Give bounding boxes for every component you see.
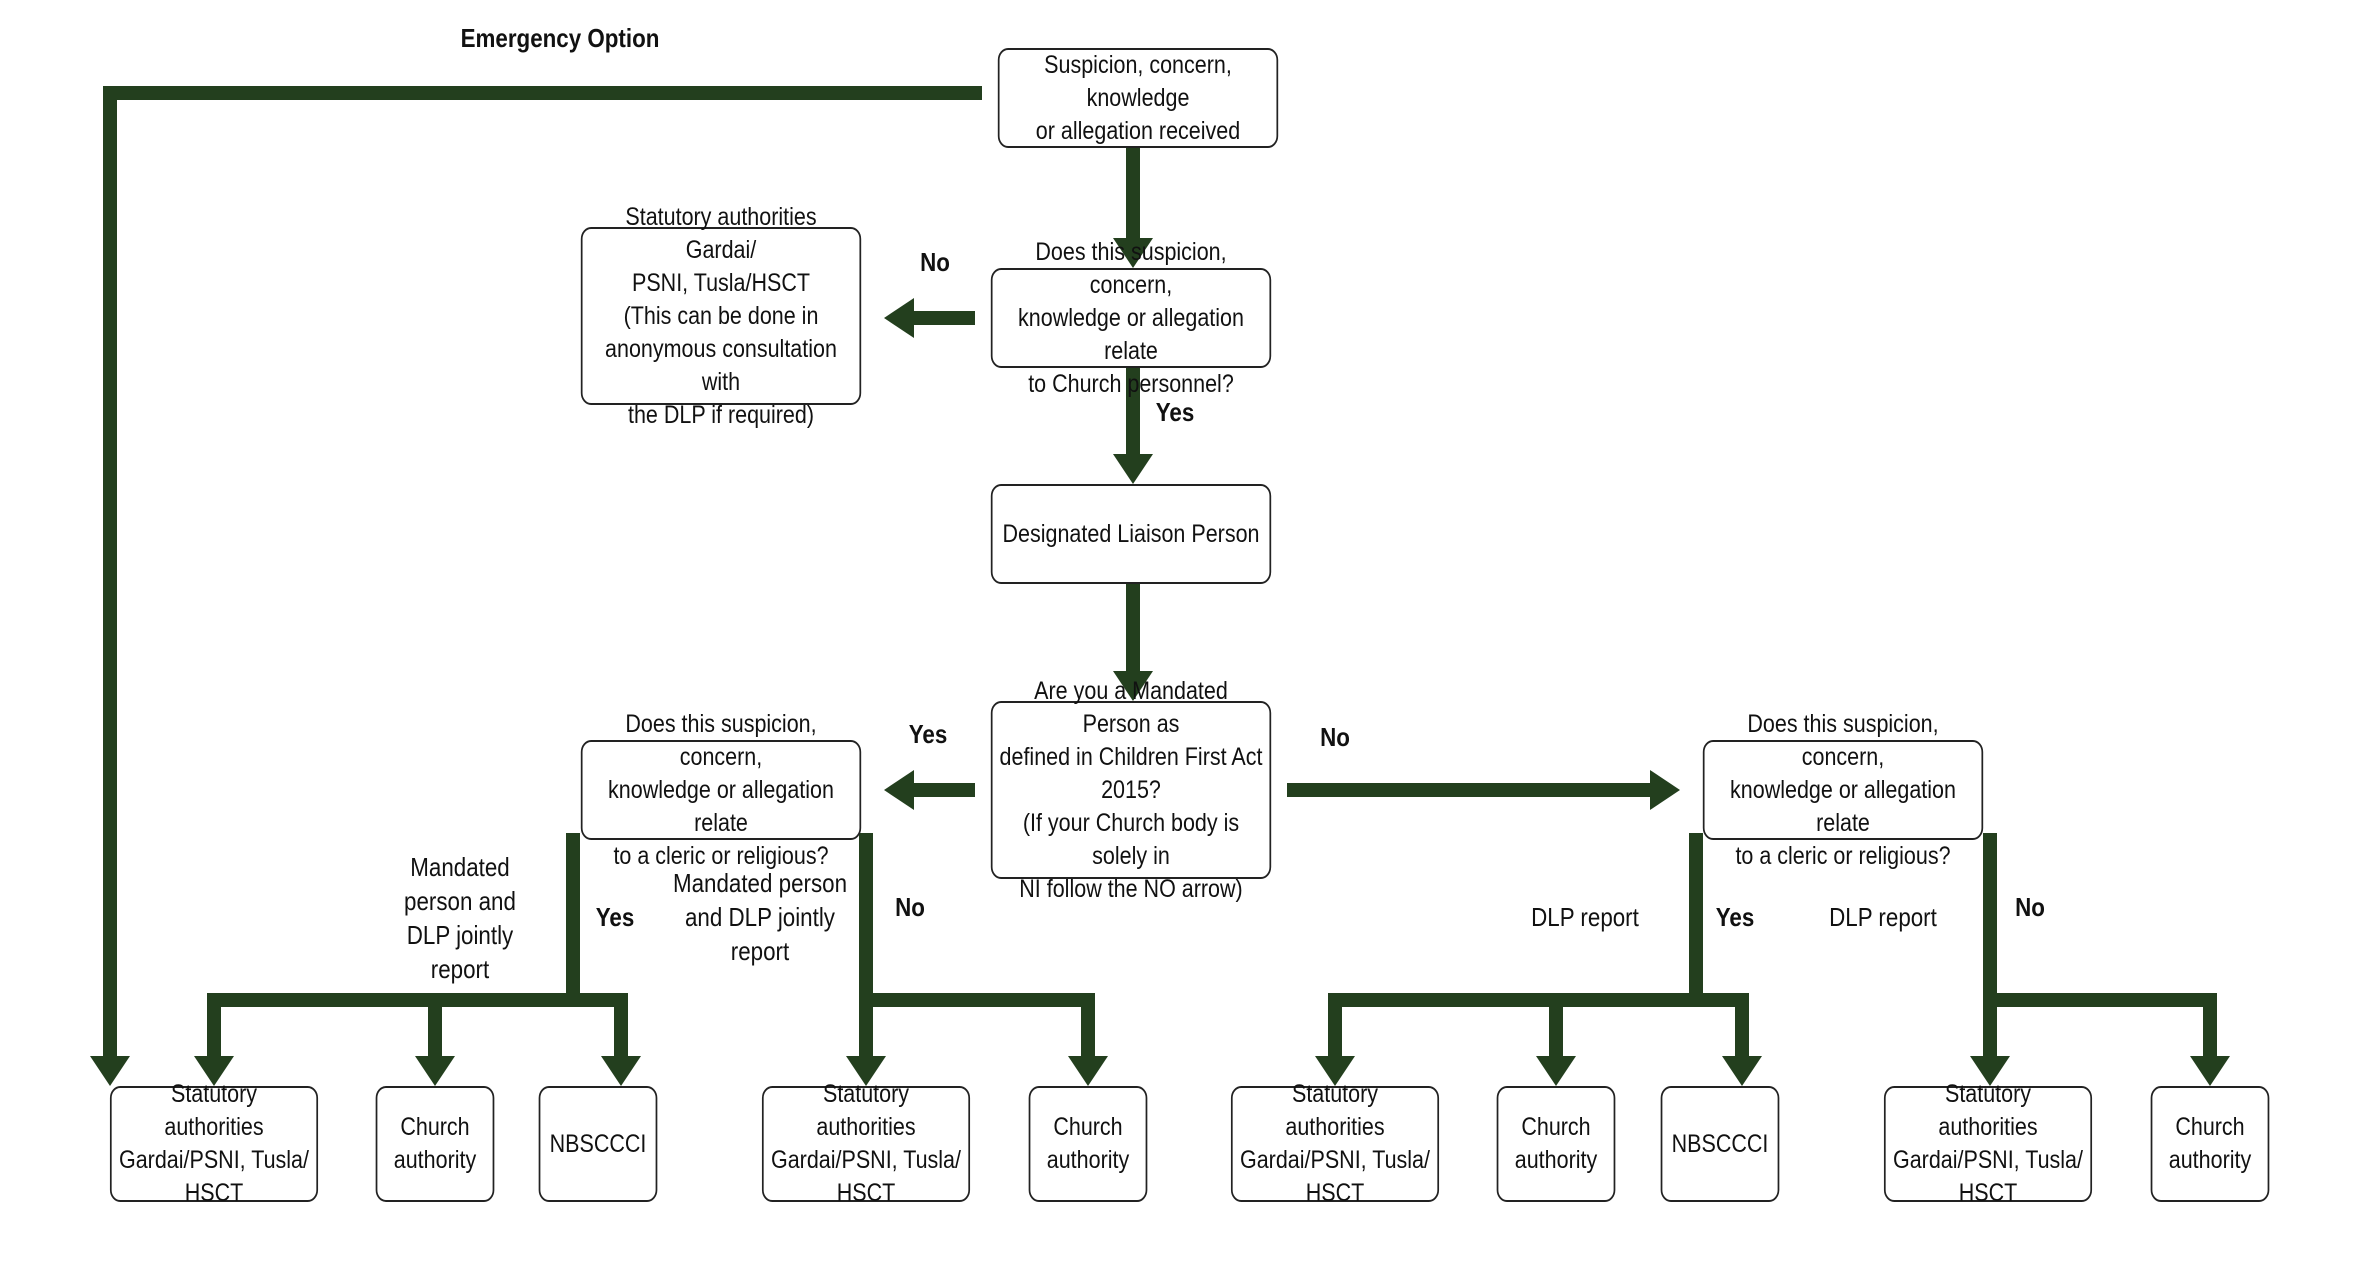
label-yes-cleric-left: Yes [595, 902, 635, 932]
arrow-head-13 [601, 1056, 641, 1086]
arrow-head-22 [1722, 1056, 1762, 1086]
arrow-head-17 [1068, 1056, 1108, 1086]
label-no-cleric-left: No [895, 892, 925, 922]
arrow-head-12 [415, 1056, 455, 1086]
label-yes-cleric-right: Yes [1715, 902, 1755, 932]
start-node: Suspicion, concern, knowledge or allegat… [997, 48, 1279, 148]
cleric-question-right: Does this suspicion, concern, knowledge … [1702, 710, 1984, 870]
leaf-statutory-authorities-3: Statutory authorities Gardai/PSNI, Tusla… [1230, 1080, 1440, 1207]
arrow-head-8 [1650, 770, 1680, 810]
arrow-head-2 [90, 1056, 130, 1086]
arrow-head-20 [1315, 1056, 1355, 1086]
leaf-church-authority-3: Church authority [1496, 1086, 1616, 1202]
label-no-church-personnel: No [920, 247, 950, 277]
statutory-authorities-anonymous-node: Statutory authorities Gardai/ PSNI, Tusl… [580, 203, 862, 429]
label-mandated-jointly-report-2: Mandated person and DLP jointly report [672, 868, 848, 966]
label-yes-church-personnel: Yes [1155, 397, 1195, 427]
leaf-church-authority-4: Church authority [2150, 1086, 2270, 1202]
label-no-cleric-right: No [2015, 892, 2045, 922]
label-no-mandated: No [1320, 722, 1350, 752]
label-dlp-report-1: DLP report [1531, 902, 1639, 932]
arrow-head-5 [1113, 671, 1153, 701]
designated-liaison-person-node: Designated Liaison Person [990, 484, 1272, 584]
arrow-head-11 [194, 1056, 234, 1086]
label-yes-mandated: Yes [908, 719, 948, 749]
leaf-church-authority-2: Church authority [1028, 1086, 1148, 1202]
label-dlp-report-2: DLP report [1829, 902, 1937, 932]
label-mandated-jointly-report-1: Mandated person and DLP jointly report [404, 852, 516, 984]
cleric-question-left: Does this suspicion, concern, knowledge … [580, 710, 862, 870]
arrow-head-16 [846, 1056, 886, 1086]
arrow-head-6 [884, 298, 914, 338]
leaf-nbsccci-2: NBSCCCI [1660, 1086, 1780, 1202]
leaf-statutory-authorities-4: Statutory authorities Gardai/PSNI, Tusla… [1883, 1080, 2093, 1207]
mandated-person-question: Are you a Mandated Person as defined in … [990, 677, 1272, 903]
arrow-head-7 [884, 770, 914, 810]
church-personnel-question: Does this suspicion, concern, knowledge … [990, 238, 1272, 398]
arrow-head-3 [1113, 238, 1153, 268]
leaf-church-authority-1: Church authority [375, 1086, 495, 1202]
arrow-head-26 [2190, 1056, 2230, 1086]
arrow-head-21 [1536, 1056, 1576, 1086]
leaf-nbsccci-1: NBSCCCI [538, 1086, 658, 1202]
leaf-statutory-authorities-2: Statutory authorities Gardai/PSNI, Tusla… [761, 1080, 971, 1207]
arrow-head-4 [1113, 454, 1153, 484]
leaf-statutory-authorities-1: Statutory authorities Gardai/PSNI, Tusla… [109, 1080, 319, 1207]
arrow-head-25 [1970, 1056, 2010, 1086]
emergency-option-label: Emergency Option [460, 23, 660, 53]
